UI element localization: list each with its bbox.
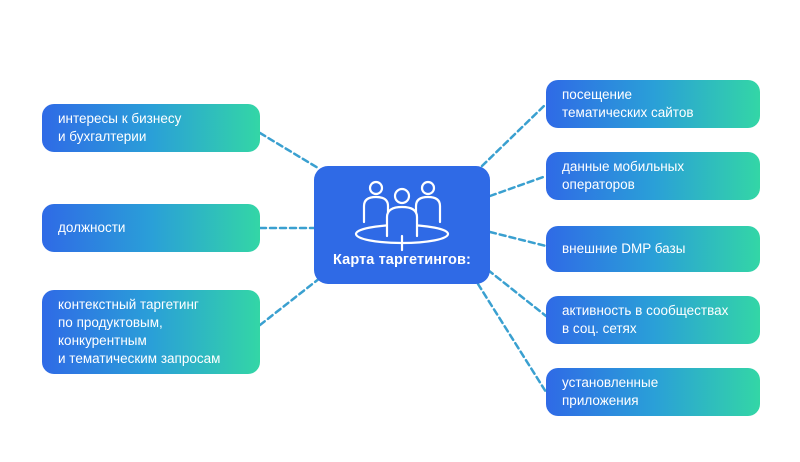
node-label: данные мобильных операторов bbox=[562, 159, 685, 192]
node-label: внешние DMP базы bbox=[562, 241, 686, 256]
node-business-interests: интересы к бизнесу и бухгалтерии bbox=[42, 104, 260, 152]
node-label: установленные приложения bbox=[562, 375, 659, 408]
node-label: активность в сообществах в соц. сетях bbox=[562, 303, 729, 336]
team-meeting-icon bbox=[354, 180, 450, 252]
connector-right-4 bbox=[486, 268, 548, 318]
connector-left-3 bbox=[258, 276, 322, 327]
node-social-activity: активность в сообществах в соц. сетях bbox=[546, 296, 760, 344]
center-title: Карта таргетингов: bbox=[333, 252, 471, 268]
connector-right-1 bbox=[480, 102, 548, 168]
node-contextual-targeting: контекстный таргетинг по продуктовым, ко… bbox=[42, 290, 260, 374]
connector-left-1 bbox=[258, 131, 320, 170]
node-label: должности bbox=[58, 220, 126, 235]
connector-right-3 bbox=[488, 230, 548, 248]
node-site-visits: посещение тематических сайтов bbox=[546, 80, 760, 128]
node-label: интересы к бизнесу и бухгалтерии bbox=[58, 111, 182, 144]
node-installed-apps: установленные приложения bbox=[546, 368, 760, 416]
connector-right-2 bbox=[488, 174, 548, 198]
center-node: Карта таргетингов: bbox=[314, 166, 490, 284]
node-label: посещение тематических сайтов bbox=[562, 87, 694, 120]
node-label: контекстный таргетинг по продуктовым, ко… bbox=[58, 297, 221, 366]
node-positions: должности bbox=[42, 204, 260, 252]
connector-right-5 bbox=[476, 282, 548, 394]
node-dmp-bases: внешние DMP базы bbox=[546, 226, 760, 272]
node-mobile-operators: данные мобильных операторов bbox=[546, 152, 760, 200]
